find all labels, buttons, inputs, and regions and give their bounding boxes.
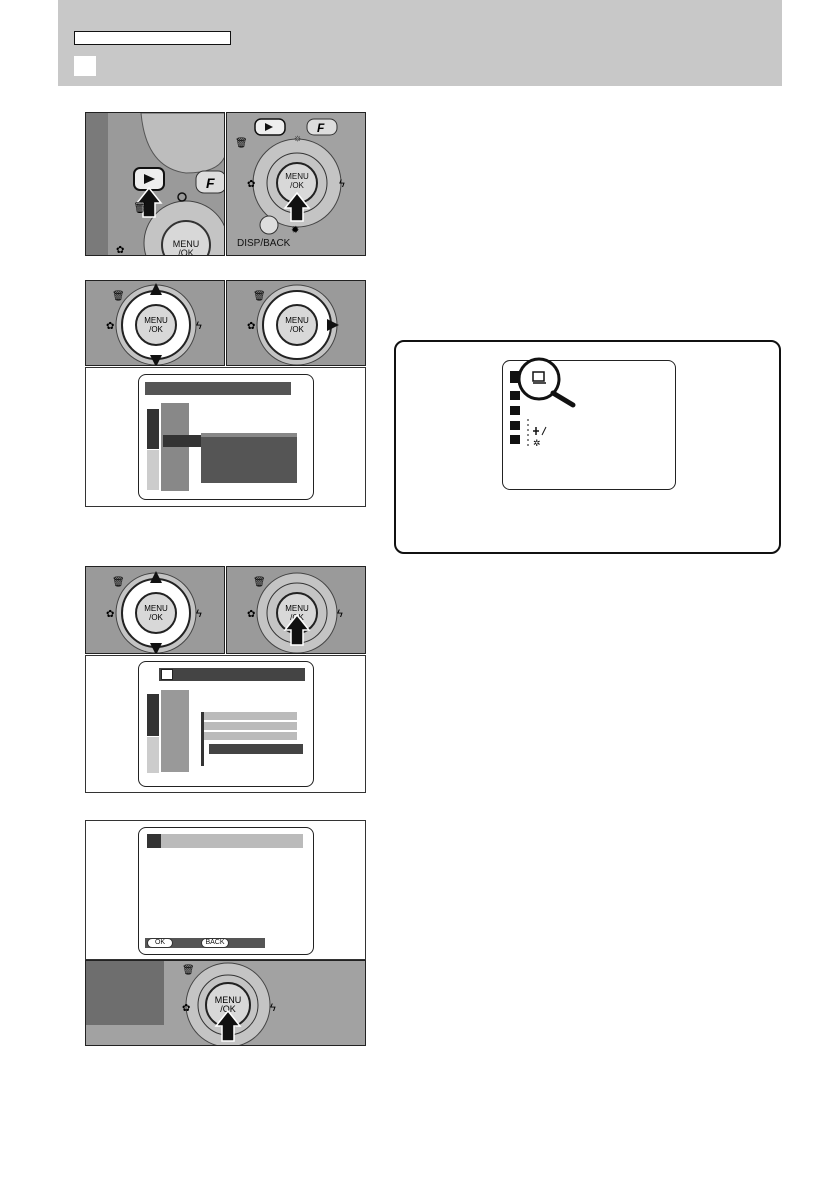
svg-text:MENU: MENU [215,995,242,1005]
menu-side-tab [147,409,159,449]
print-icon [161,669,173,680]
svg-text:/OK: /OK [149,325,163,334]
svg-text:F: F [317,121,325,135]
header-title-box [74,31,231,45]
confirm-title-bar [147,834,303,848]
svg-text:MENU: MENU [144,604,168,613]
svg-text:ϟ: ϟ [196,320,202,332]
submenu-option-3[interactable] [203,732,297,740]
svg-text:🗑: 🗑 [133,201,147,214]
svg-text:MENU: MENU [173,239,200,249]
step2-lcd-panel [85,367,366,507]
svg-text:ϟ: ϟ [339,178,345,190]
step3-selector-left: MENU /OK ✿ ϟ 🗑 [85,566,225,654]
svg-text:ϟ: ϟ [196,608,202,620]
svg-text:✿: ✿ [247,321,255,332]
step4-lcd-screen: OK BACK [138,827,314,955]
svg-text:F: F [206,175,215,191]
svg-text:MENU: MENU [285,604,309,613]
menu-icon-column [161,403,189,491]
callout-box: ✲ [394,340,781,554]
step4-photo: MENU /OK ✿ ϟ 🗑 [85,960,366,1046]
submenu-panel [201,433,297,483]
svg-text:✿: ✿ [106,609,114,620]
svg-text:🗑: 🗑 [253,576,266,588]
header-section-marker [74,56,96,76]
svg-text:MENU: MENU [285,316,309,325]
submenu-divider [201,712,204,766]
menu-item-highlighted[interactable] [163,435,203,447]
svg-text:✿: ✿ [116,245,124,256]
menu-ok-button-label: MENU /OK [285,172,309,190]
submenu-option-2[interactable] [203,722,297,730]
svg-text:/OK: /OK [220,1004,236,1014]
callout-setting-glyphs: ✲ [527,419,547,449]
svg-text:🗑: 🗑 [253,290,266,302]
svg-text:MENU: MENU [144,316,168,325]
disp-back-label: DISP/BACK [237,238,291,249]
menu-side-tab [147,694,159,736]
step4-lcd-panel: OK BACK [85,820,366,960]
svg-text:/OK: /OK [149,613,163,622]
svg-text:✿: ✿ [247,179,255,190]
svg-text:✿: ✿ [247,609,255,620]
step3-lcd-panel [85,655,366,793]
submenu-option-selected[interactable] [209,744,303,754]
svg-text:✲: ✲ [533,438,541,448]
menu-icon-column [161,690,189,772]
step2-selector-left: MENU /OK ✿ ϟ 🗑 [85,280,225,366]
submenu-title-bar [159,668,305,681]
step2-selector-right: MENU /OK ✿ 🗑 [226,280,366,366]
svg-text:✿: ✿ [106,321,114,332]
step3-lcd-screen [138,661,314,787]
step1-photo-left: F MENU /OK 🗑 ✿ [85,112,225,256]
callout-icon-column [509,369,523,453]
svg-text:🗑: 🗑 [112,290,125,302]
svg-text:🗑: 🗑 [112,576,125,588]
print-icon [147,834,161,848]
magnifier-icon [517,357,576,408]
step2-lcd-screen [138,374,314,500]
svg-text:🗑: 🗑 [182,964,195,976]
callout-lcd-screen: ✲ [502,357,676,490]
menu-title-bar [145,382,291,395]
step3-selector-right: MENU /OK ✿ ϟ 🗑 [226,566,366,654]
svg-text:✿: ✿ [182,1003,190,1014]
softkey-ok[interactable]: OK [147,938,173,948]
menu-side-tab-lower [147,450,159,490]
svg-text:✹: ✹ [291,225,299,236]
svg-text:ϟ: ϟ [337,608,343,620]
svg-text:ϟ: ϟ [270,1002,276,1014]
menu-side-tab-lower [147,737,159,773]
submenu-option-1[interactable] [203,712,297,720]
svg-text:/OK: /OK [290,325,304,334]
svg-text:/OK: /OK [178,248,194,256]
step1-photo-right: F 🗑 ☼ ✿ ϟ ✹ MENU /OK DISP/BACK [226,112,366,256]
svg-text:☼: ☼ [293,133,302,144]
softkey-back[interactable]: BACK [201,938,229,948]
svg-text:🗑: 🗑 [235,137,248,149]
